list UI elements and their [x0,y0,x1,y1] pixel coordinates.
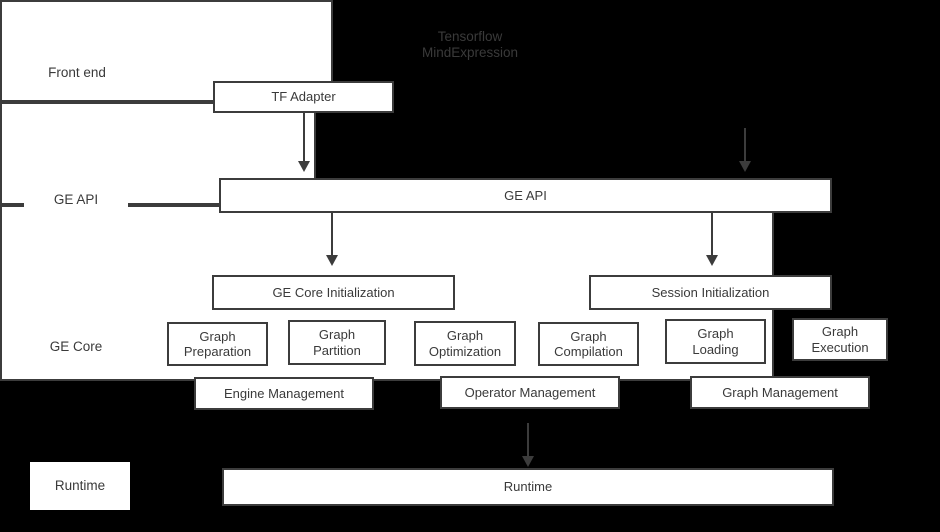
tf-adapter-box[interactable]: TF Adapter [213,81,394,113]
mindexpression-title: MindExpression [421,45,519,60]
arrow-mindexpression-to-ge-api-head [739,161,751,172]
module-graph-preparation[interactable]: Graph Preparation [167,322,268,366]
module-graph-partition[interactable]: Graph Partition [288,320,386,365]
arrow-mindexpression-to-ge-api-line [744,128,746,163]
management-engine[interactable]: Engine Management [194,377,374,410]
module-graph-compilation[interactable]: Graph Compilation [538,322,639,366]
tier-label-ge-api: GE API [24,175,128,225]
management-graph[interactable]: Graph Management [690,376,870,409]
module-graph-loading[interactable]: Graph Loading [665,319,766,364]
tensorflow-title: Tensorflow [437,29,503,44]
arrow-ge-api-to-session-init-head [706,255,718,266]
arrow-ge-core-to-runtime-head [522,456,534,467]
ge-core-initialization-box[interactable]: GE Core Initialization [212,275,455,310]
module-graph-execution[interactable]: Graph Execution [792,318,888,361]
management-operator[interactable]: Operator Management [440,376,620,409]
tier-label-ge-core: GE Core [24,322,128,372]
arrow-tf-adapter-to-ge-api-line [303,113,305,163]
tier-label-runtime: Runtime [30,462,130,510]
session-initialization-box[interactable]: Session Initialization [589,275,832,310]
tier-label-front-end: Front end [26,50,128,96]
arrow-ge-api-to-session-init-line [711,213,713,257]
arrow-ge-api-to-ge-core-init-head [326,255,338,266]
arrow-tf-adapter-to-ge-api-head [298,161,310,172]
module-graph-optimization[interactable]: Graph Optimization [414,321,516,366]
runtime-bar[interactable]: Runtime [222,468,834,506]
arrow-ge-core-to-runtime-line [527,423,529,458]
ge-api-bar[interactable]: GE API [219,178,832,213]
arrow-ge-api-to-ge-core-init-line [331,213,333,257]
